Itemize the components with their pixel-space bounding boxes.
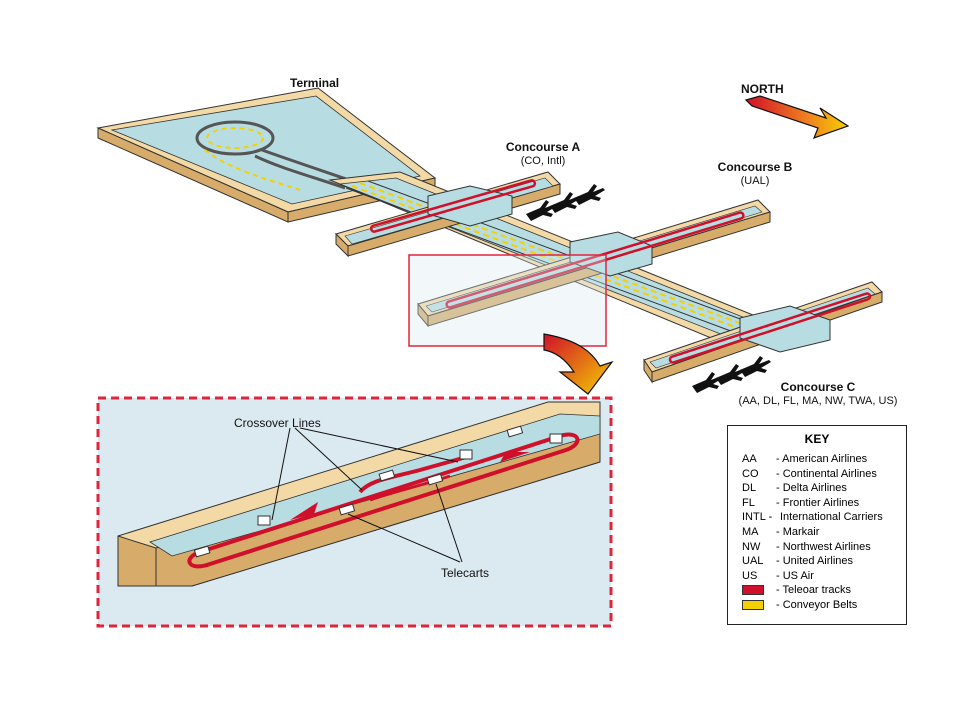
concourse-b	[417, 199, 771, 328]
airplane-icons-a	[526, 184, 605, 221]
telecarts-label: Telecarts	[441, 566, 490, 580]
key-description: - Continental Airlines	[776, 467, 877, 480]
key-description: - Frontier Airlines	[776, 496, 860, 509]
detail-panel	[96, 396, 613, 628]
key-description: - Delta Airlines	[776, 482, 847, 495]
key-code: AA	[742, 453, 757, 465]
key-code: INTL -	[742, 511, 773, 524]
concourse-a-airlines: (CO, Intl)	[520, 155, 566, 167]
key-entry: UAL - United Airlines	[742, 554, 853, 568]
airplane-icons-c	[692, 356, 771, 393]
key-entry: FL - Frontier Airlines	[742, 496, 859, 510]
key-description: - Conveyor Belts	[776, 599, 858, 611]
color-swatch	[742, 600, 764, 610]
key-swatch-entry: - Conveyor Belts	[742, 598, 857, 612]
concourse-c-label: Concourse C	[780, 380, 856, 394]
crossover-lines-label: Crossover Lines	[234, 416, 321, 430]
key-entry: CO - Continental Airlines	[742, 467, 877, 481]
key-code: CO	[742, 467, 759, 480]
north-label: NORTH	[741, 82, 784, 96]
color-swatch	[742, 585, 764, 596]
concourse-c-airlines: (AA, DL, FL, MA, NW, TWA, US)	[738, 395, 898, 407]
key-code: US	[742, 569, 758, 582]
concourse-a	[335, 171, 561, 258]
key-entry: AA - American Airlines	[742, 452, 867, 466]
key-description: - US Air	[776, 569, 814, 582]
concourse-b-airlines: (UAL)	[740, 175, 770, 187]
concourse-a-label: Concourse A	[505, 140, 581, 154]
key-entry: INTL - International Carriers	[742, 510, 883, 524]
key-description: - American Airlines	[776, 453, 868, 465]
key-code: NW	[742, 540, 761, 553]
key-entry: US - US Air	[742, 569, 814, 583]
key-code: FL	[742, 496, 755, 509]
key-description: - Teleoar tracks	[776, 584, 851, 597]
key-description: - Markair	[776, 526, 820, 538]
key-code: UAL	[742, 555, 764, 568]
terminal-label: Terminal	[290, 76, 340, 90]
north-arrow-icon	[744, 95, 850, 140]
key-description: International Carriers	[780, 511, 883, 524]
zoom-region-box	[408, 254, 607, 347]
key-code: MA	[742, 526, 759, 538]
key-description: - United Airlines	[776, 555, 854, 568]
concourse-b-label: Concourse B	[717, 160, 793, 174]
concourse-c	[643, 281, 883, 384]
key-swatch-entry: - Teleoar tracks	[742, 583, 851, 597]
key-entry: NW - Northwest Airlines	[742, 540, 871, 554]
key-entry: MA - Markair	[742, 525, 819, 539]
key-code: DL	[742, 482, 757, 495]
key-entry: DL - Delta Airlines	[742, 481, 847, 495]
zoom-arrow-icon	[543, 333, 614, 395]
key-title: KEY	[804, 432, 830, 446]
key-description: - Northwest Airlines	[776, 540, 871, 553]
